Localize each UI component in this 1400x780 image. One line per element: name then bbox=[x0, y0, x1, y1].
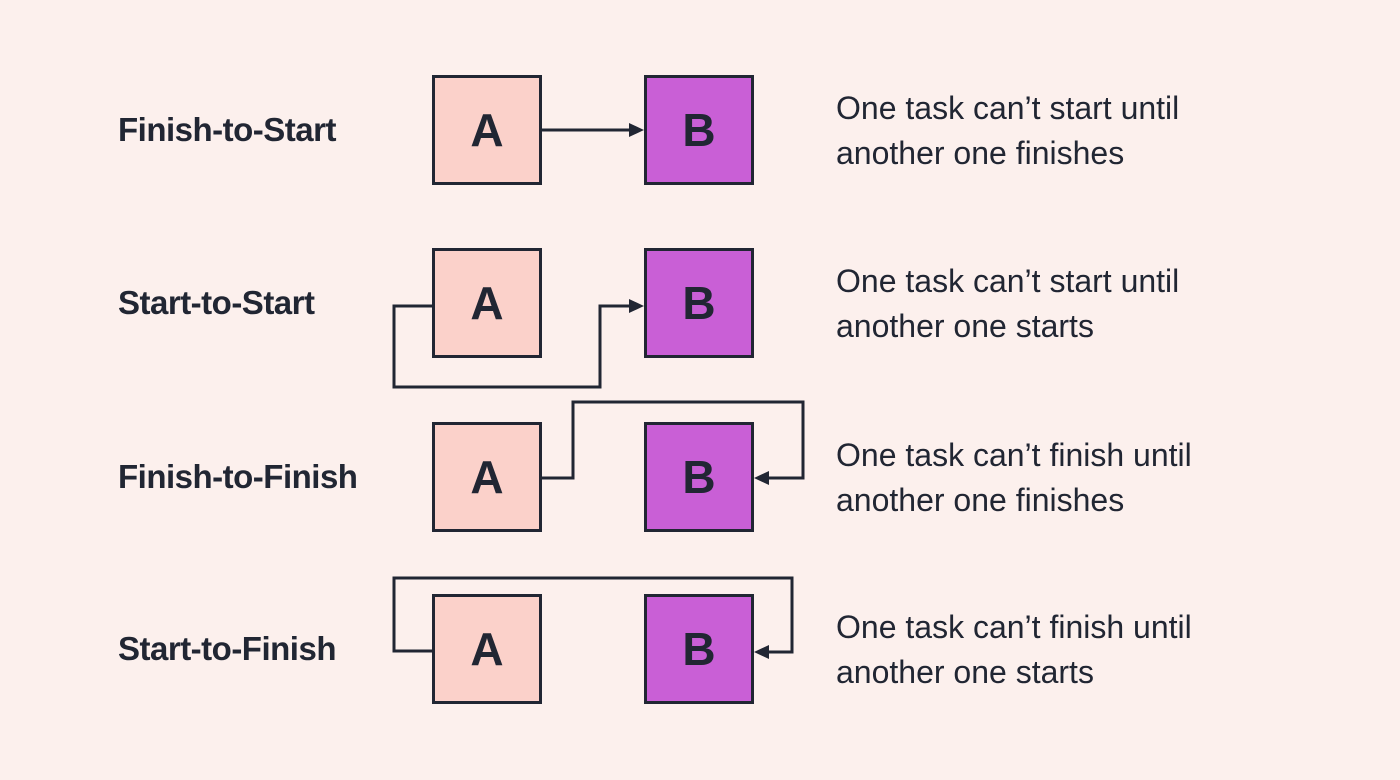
task-a-box: A bbox=[432, 75, 542, 185]
row-description: One task can’t start until another one f… bbox=[836, 86, 1306, 176]
description-line-1: One task can’t start until bbox=[836, 90, 1180, 126]
description-line-2: another one starts bbox=[836, 654, 1094, 690]
task-b-box: B bbox=[644, 594, 754, 704]
task-a-box: A bbox=[432, 248, 542, 358]
arrow-left-icon bbox=[754, 645, 769, 659]
description-line-2: another one finishes bbox=[836, 482, 1125, 518]
task-a-letter: A bbox=[470, 623, 504, 675]
row-description: One task can’t finish until another one … bbox=[836, 433, 1306, 523]
arrow-right-icon bbox=[629, 123, 644, 137]
task-a-box: A bbox=[432, 422, 542, 532]
row-label: Finish-to-Start bbox=[118, 111, 336, 148]
task-a-box: A bbox=[432, 594, 542, 704]
task-a-letter: A bbox=[470, 104, 504, 156]
connector-finish-to-start bbox=[542, 123, 644, 137]
task-b-box: B bbox=[644, 75, 754, 185]
task-b-letter: B bbox=[682, 623, 716, 675]
task-b-letter: B bbox=[682, 451, 716, 503]
description-line-1: One task can’t finish until bbox=[836, 609, 1192, 645]
task-a-letter: A bbox=[470, 451, 504, 503]
task-b-box: B bbox=[644, 422, 754, 532]
row-label: Start-to-Finish bbox=[118, 630, 336, 667]
row-label: Finish-to-Finish bbox=[118, 458, 358, 495]
description-line-2: another one starts bbox=[836, 308, 1094, 344]
arrow-right-icon bbox=[629, 299, 644, 313]
arrow-left-icon bbox=[754, 471, 769, 485]
row-label: Start-to-Start bbox=[118, 284, 315, 321]
description-line-1: One task can’t finish until bbox=[836, 437, 1192, 473]
task-b-letter: B bbox=[682, 104, 716, 156]
row-description: One task can’t start until another one s… bbox=[836, 259, 1306, 349]
description-line-1: One task can’t start until bbox=[836, 263, 1180, 299]
task-b-box: B bbox=[644, 248, 754, 358]
description-line-2: another one finishes bbox=[836, 135, 1125, 171]
task-a-letter: A bbox=[470, 277, 504, 329]
row-description: One task can’t finish until another one … bbox=[836, 605, 1306, 695]
task-b-letter: B bbox=[682, 277, 716, 329]
